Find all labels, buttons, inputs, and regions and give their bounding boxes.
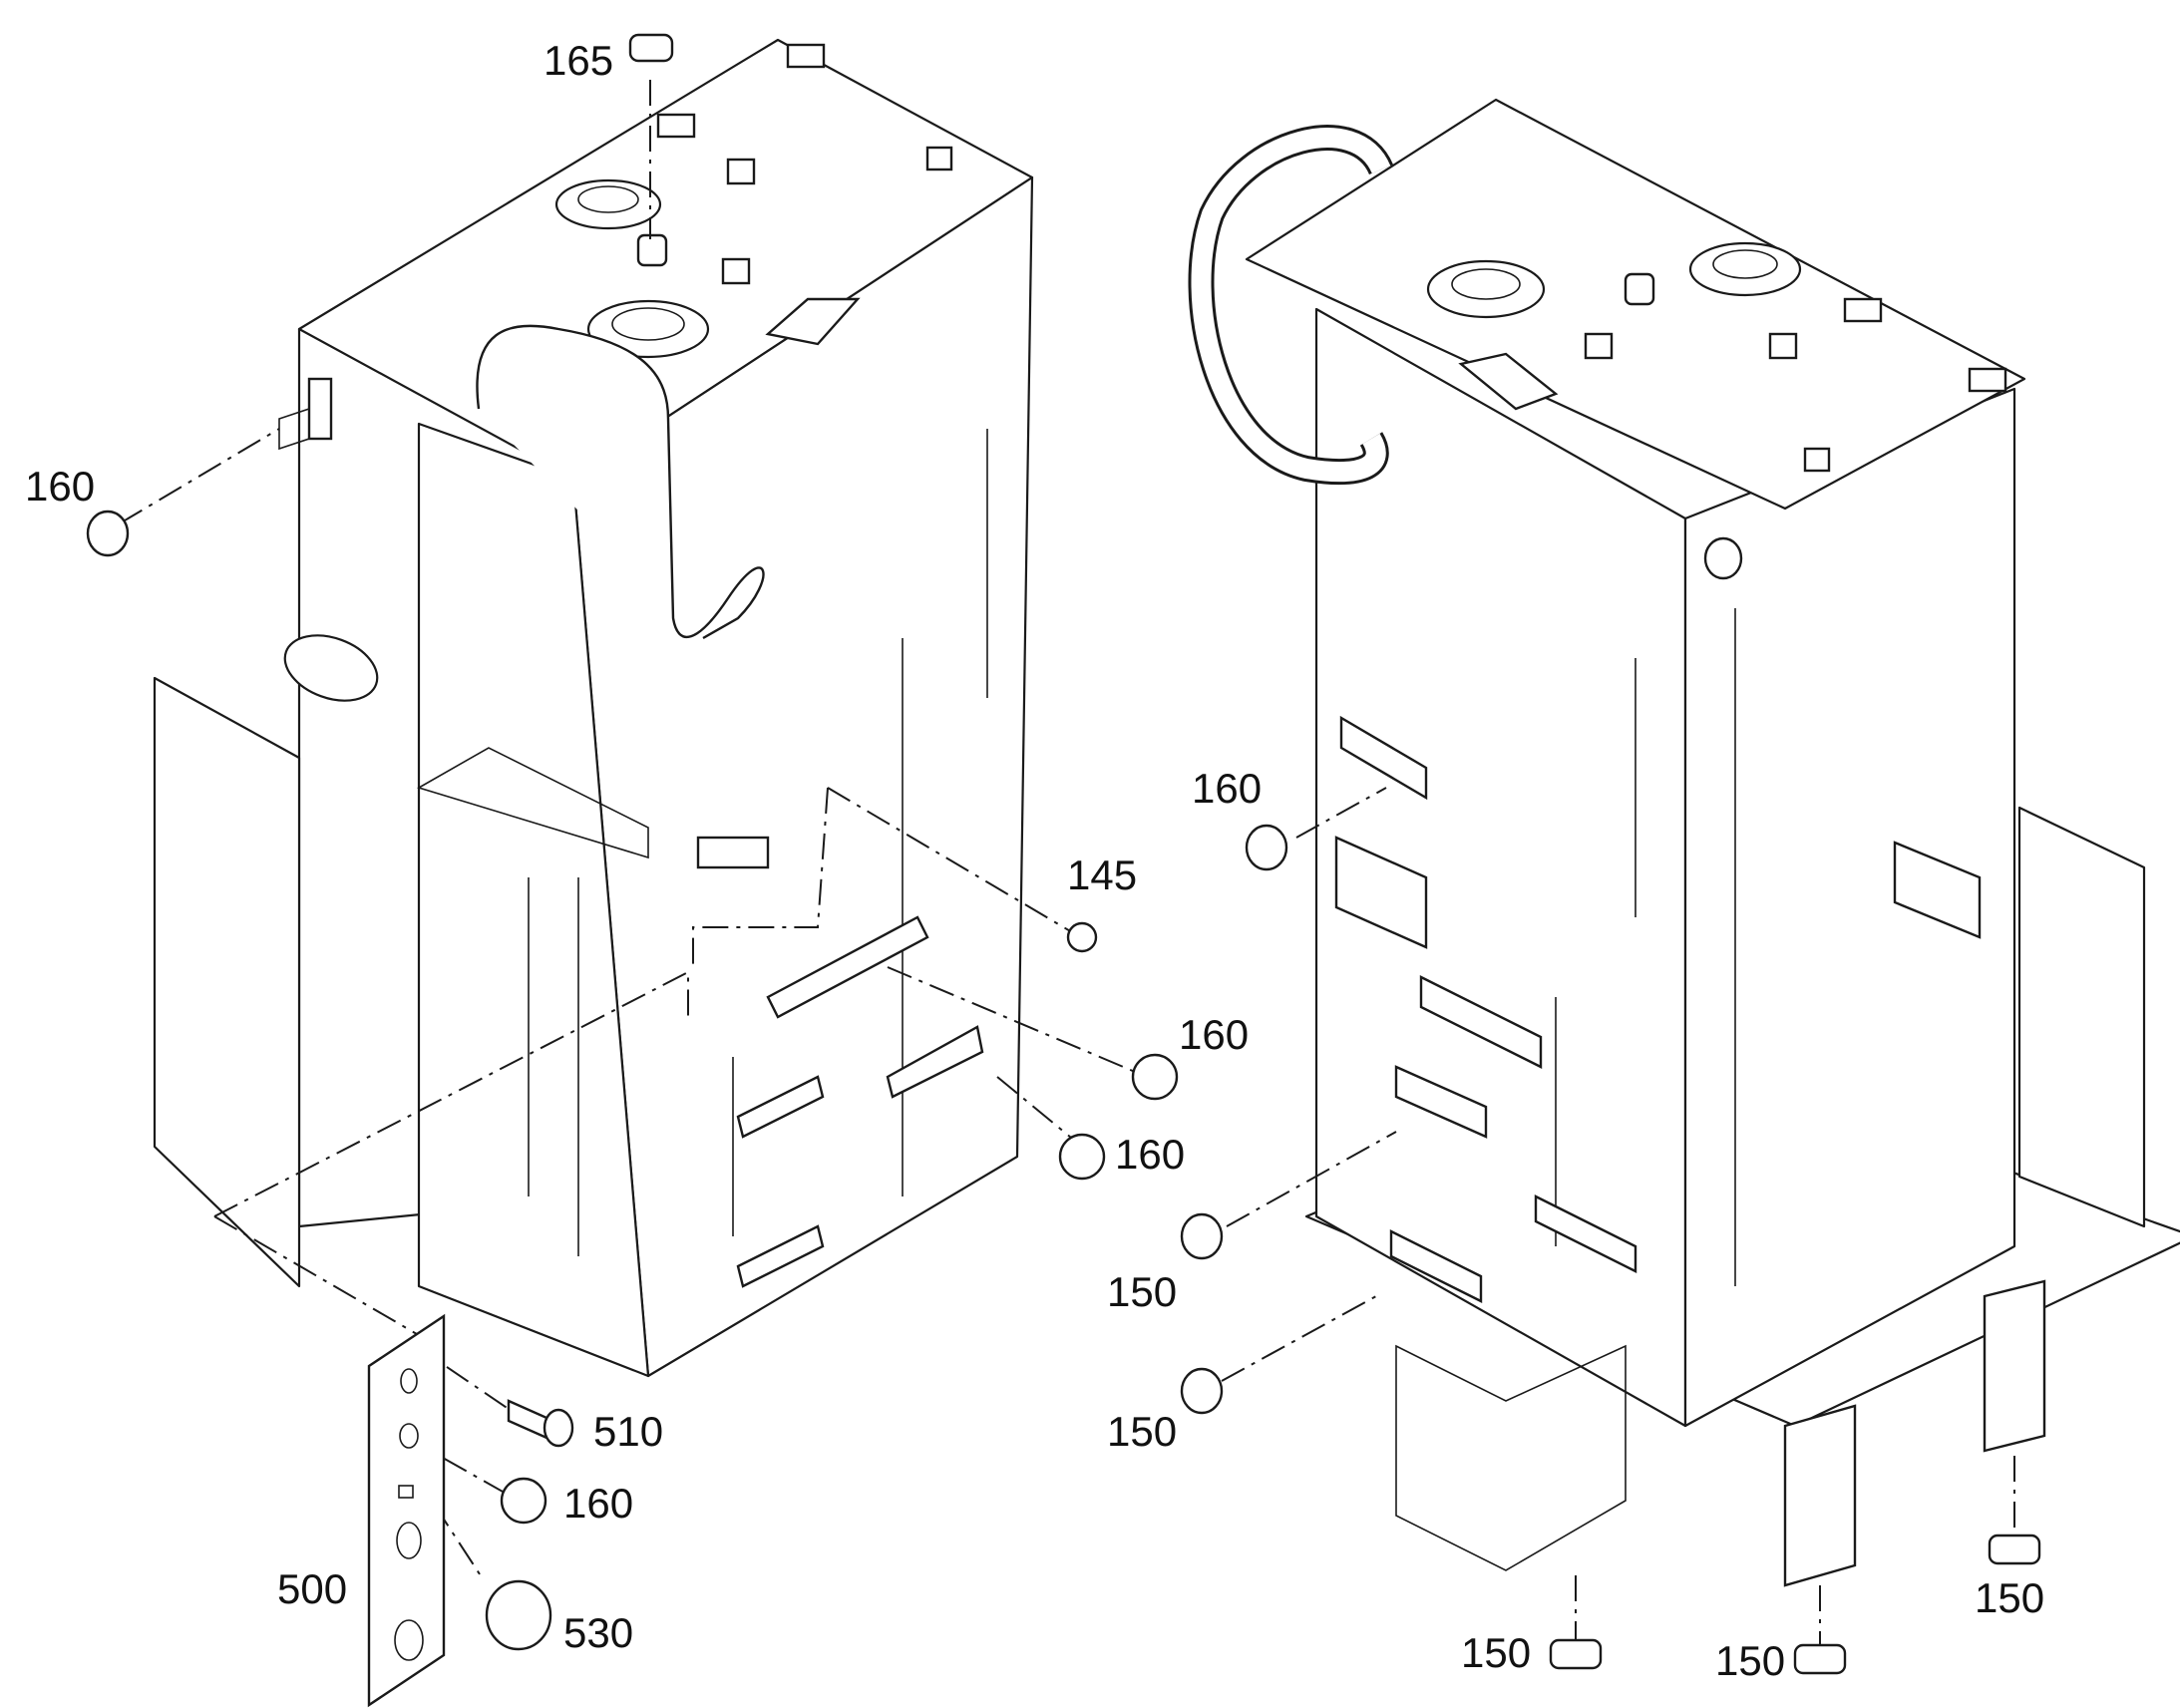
right-lid-block-1 <box>1843 297 1883 323</box>
right-lid-nut-2 <box>1768 332 1798 360</box>
plug-150-c-icon <box>1549 1638 1603 1670</box>
callout-150-b: 150 <box>1107 1408 1177 1455</box>
plug-160-right-icon <box>1245 824 1288 871</box>
callout-160-mid-b: 160 <box>1115 1131 1185 1178</box>
callout-150-d: 150 <box>1715 1637 1785 1684</box>
right-leader-lines <box>1221 787 2015 1650</box>
right-bar-3 <box>1534 1195 1637 1273</box>
left-lid-block-2 <box>656 113 696 139</box>
plug-150-e-icon <box>1988 1534 2041 1565</box>
plug-150-d-icon <box>1793 1643 1847 1675</box>
left-bar-2 <box>886 1025 984 1099</box>
right-tank-assembly <box>1188 98 2180 1587</box>
left-block-1 <box>696 836 770 869</box>
callout-160-mid-a: 160 <box>1179 1011 1249 1058</box>
right-tank-slots <box>1555 608 1736 1286</box>
callout-500: 500 <box>277 1565 347 1612</box>
right-fill-neck <box>1426 259 1546 319</box>
left-side-oval <box>283 634 379 702</box>
left-tank-slots <box>528 429 988 1256</box>
right-side-bracket <box>1893 841 1982 939</box>
callouts: 165 160 145 160 160 510 160 500 530 160 … <box>25 37 2044 1684</box>
callout-150-a: 150 <box>1107 1268 1177 1315</box>
plug-145-icon <box>1066 921 1098 953</box>
plug-165-icon <box>628 33 674 63</box>
left-lid-block-1 <box>786 43 826 69</box>
right-bar-4 <box>1389 1229 1483 1303</box>
left-lid-nut-3 <box>925 146 953 171</box>
right-leg-2 <box>1983 1279 2046 1453</box>
right-bar-2 <box>1394 1065 1488 1139</box>
left-side-tab <box>307 377 333 441</box>
callout-150-e: 150 <box>1975 1574 2044 1621</box>
plug-150-a-icon <box>1180 1212 1224 1260</box>
right-exploded-box <box>1395 1344 1627 1571</box>
left-tank-assembly <box>153 38 1034 1378</box>
right-lid-nut-1 <box>1584 332 1614 360</box>
plug-160-mid-b-icon <box>1058 1133 1106 1181</box>
callout-160-top-left: 160 <box>25 463 95 510</box>
left-lid-nut-1 <box>726 158 756 185</box>
left-bar-3 <box>736 1075 825 1139</box>
left-port-flange <box>554 178 662 230</box>
plug-160-panel-icon <box>500 1477 547 1525</box>
left-lid-nut-2 <box>721 257 751 285</box>
left-tank-side-skirt <box>153 676 301 1288</box>
left-lid-bracket <box>765 297 861 346</box>
mounting-panel-500 <box>367 1313 574 1708</box>
right-lid-bracket <box>1458 352 1559 411</box>
right-lid-nut-3 <box>1803 447 1831 473</box>
callout-530: 530 <box>563 1609 633 1656</box>
plug-160-mid-a-icon <box>1131 1053 1179 1101</box>
right-block-1 <box>1339 715 1428 801</box>
callout-160-right: 160 <box>1192 765 1262 812</box>
left-tank-inner-wall <box>417 422 650 1378</box>
right-bar-1 <box>1419 975 1543 1069</box>
right-lid-block-2 <box>1968 367 2007 393</box>
mounting-panel-icon <box>367 1313 446 1708</box>
callout-160-panel: 160 <box>563 1480 633 1527</box>
plug-530-icon <box>485 1579 552 1651</box>
right-leg-1 <box>1783 1404 1857 1587</box>
right-plugs <box>1180 824 2041 1675</box>
left-bar-1 <box>766 915 929 1019</box>
plug-150-b-icon <box>1180 1367 1224 1415</box>
left-tank-shelf <box>416 747 649 859</box>
callout-165: 165 <box>544 37 613 84</box>
left-plugs <box>86 33 1179 1181</box>
callout-510: 510 <box>593 1408 663 1455</box>
right-plate-1 <box>1334 836 1428 949</box>
right-fitting <box>1703 536 1743 580</box>
left-bar-4 <box>736 1224 825 1288</box>
right-tank-skirt <box>2017 806 2146 1228</box>
callout-150-c: 150 <box>1461 1629 1531 1676</box>
callout-145: 145 <box>1067 852 1137 898</box>
plug-160-top-left-icon <box>86 510 130 557</box>
